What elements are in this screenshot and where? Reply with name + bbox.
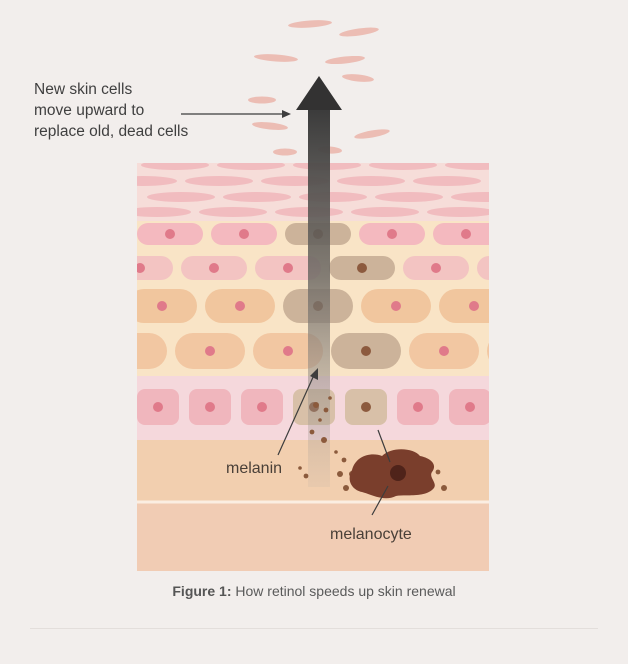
cell-nucleus [239,229,249,239]
cell-nucleus [361,346,371,356]
melanin-granule [343,485,349,491]
figure-caption: Figure 1: How retinol speeds up skin ren… [0,583,628,599]
shedding-dead-cells [248,20,390,156]
caption-text: How retinol speeds up skin renewal [235,583,456,599]
dead-cell-flake [325,55,365,65]
cell-nucleus [165,229,175,239]
flat-cell [413,176,481,186]
melanin-granule [309,429,315,435]
cell-nucleus [283,346,293,356]
skin-cell [487,342,489,360]
cell-nucleus [461,229,471,239]
annotation-line-3: replace old, dead cells [34,123,189,140]
cell-nucleus [283,263,293,273]
melanin-granule [334,450,338,454]
cell-nucleus [205,346,215,356]
caption-prefix: Figure 1: [172,583,232,599]
flat-cell [141,163,209,170]
melanin-granules [298,396,447,491]
dead-cell-flake [273,148,297,156]
dead-cell-flake [252,122,288,130]
cell-nucleus [361,402,371,412]
cell-nucleus [153,402,163,412]
cell-nucleus [469,301,479,311]
flat-cell [147,192,215,202]
cell-nucleus [431,263,441,273]
flat-cell [375,192,443,202]
dead-cell-flake [354,129,390,139]
flat-cell [451,192,489,202]
flat-cell [223,192,291,202]
flat-cell [199,207,267,217]
skin-layers [127,163,557,571]
cell-nucleus [439,346,449,356]
dead-cell-flake [254,54,298,62]
flat-cell [217,163,285,170]
melanocyte-cell [349,449,435,499]
divider [30,628,598,629]
melanocyte-label: melanocyte [330,526,412,543]
flat-cell [369,163,437,170]
flat-cell [137,176,177,186]
melanin-granule [323,407,329,413]
melanin-granule [303,473,309,479]
flat-surface-cells [137,163,557,217]
cell-nucleus [465,402,475,412]
melanin-granule [435,469,441,475]
melanin-label: melanin [226,460,283,477]
cell-nucleus [235,301,245,311]
cell-nucleus [205,402,215,412]
upward-movement-annotation: New skin cells move upward to replace ol… [34,79,234,142]
cell-nucleus [413,402,423,412]
dead-cell-flake [342,74,374,82]
dermis [137,502,489,571]
skin-cell [137,256,173,280]
melanin-granule [321,437,327,443]
dead-cell-flake [339,27,379,37]
cell-rows [127,223,527,425]
cell-nucleus [209,263,219,273]
upward-arrow-icon [296,76,342,487]
melanin-granule [318,418,322,422]
cell-nucleus [157,301,167,311]
cell-nucleus [357,263,367,273]
flat-cell [185,176,253,186]
dead-cell-flake [248,96,276,104]
skin-cell [477,256,489,280]
annotation-line-2: move upward to [34,102,145,119]
melanin-granule [441,485,447,491]
cell-nucleus [127,346,137,356]
cell-nucleus [391,301,401,311]
melanin-granule [341,457,347,463]
flat-cell [445,163,489,170]
cell-nucleus [517,346,527,356]
cell-nucleus [257,402,267,412]
pointer-lines [181,110,391,516]
annotation-line-1: New skin cells [34,81,133,98]
melanin-granule [337,471,343,477]
melanin-granule [298,466,302,470]
skin-cell [439,289,489,323]
melanin-granule [328,396,332,400]
flat-cell [351,207,419,217]
melanin-granule [313,402,319,408]
flat-cell [427,207,489,217]
dead-cell-flake [288,20,332,28]
cell-nucleus [387,229,397,239]
flat-cell [337,176,405,186]
flat-cell [489,176,557,186]
cell-nucleus [137,263,145,273]
skin-cell [137,333,167,369]
cell-nucleus [505,263,515,273]
flat-cell [137,207,191,217]
